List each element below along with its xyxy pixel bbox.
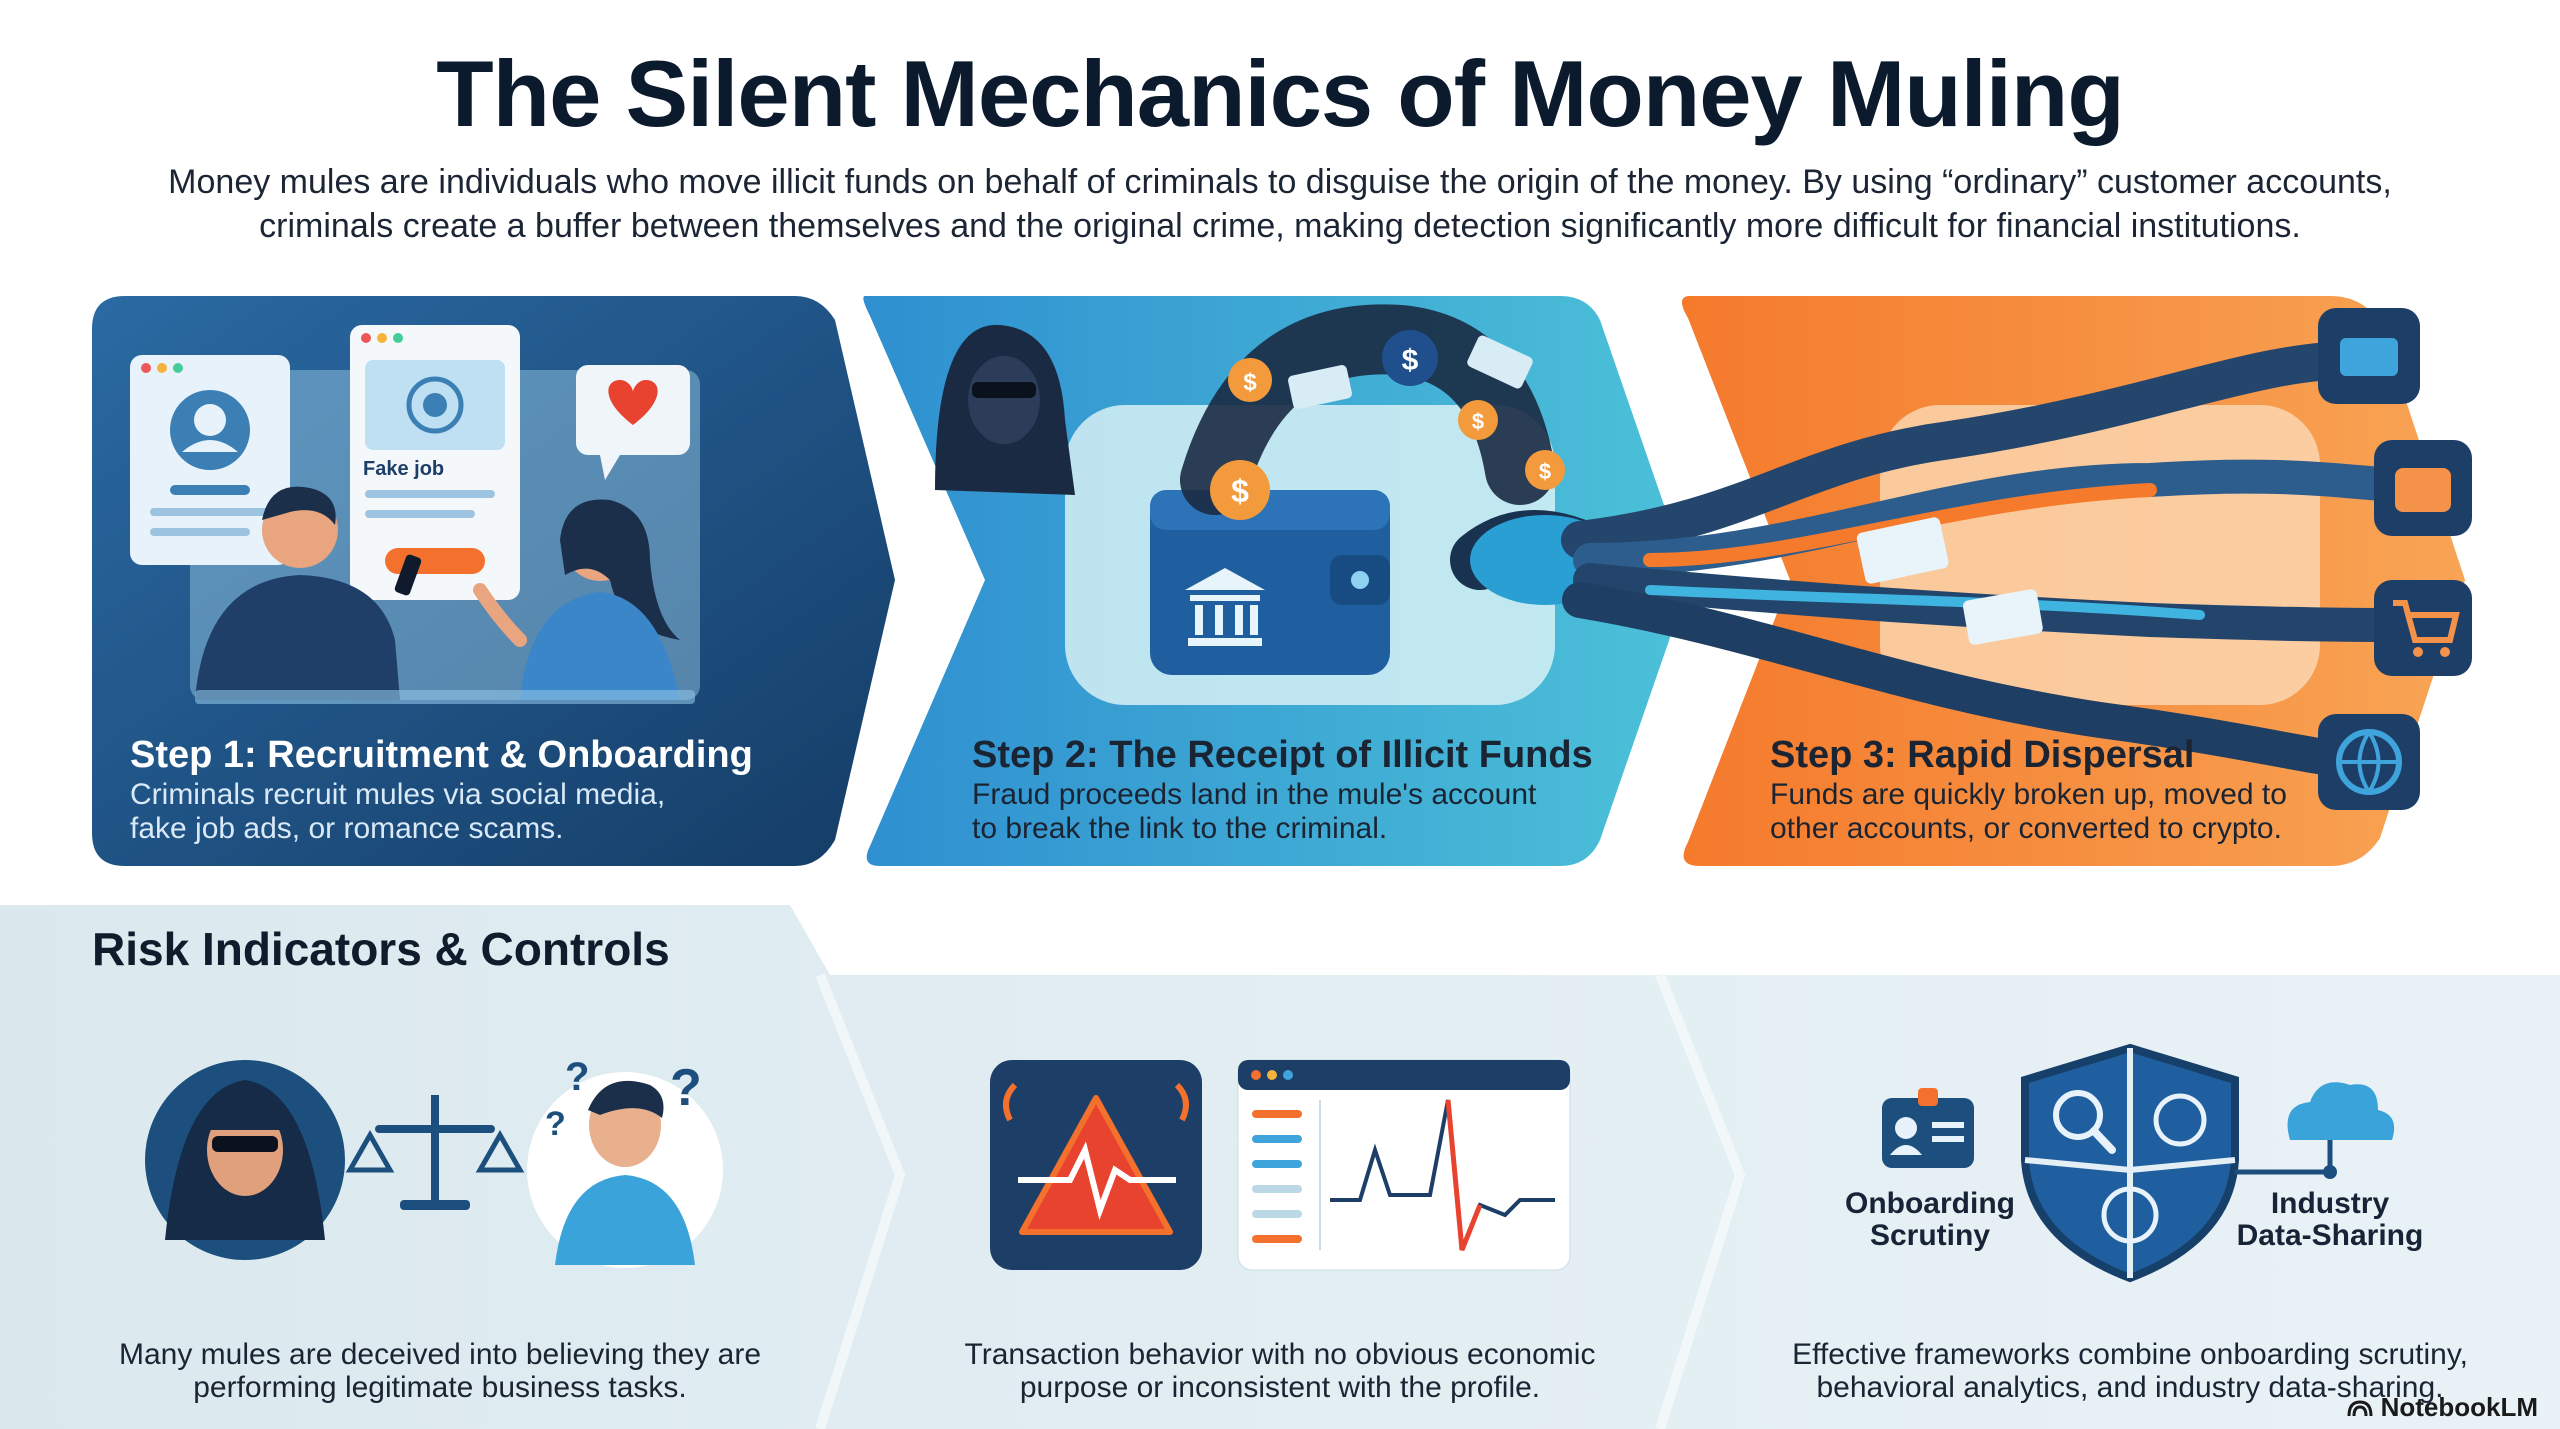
anomaly-illustration bbox=[990, 1059, 1571, 1271]
caption2-line2: purpose or inconsistent with the profile… bbox=[1019, 1371, 1541, 1404]
brand-name: NotebookLM bbox=[2380, 1392, 2538, 1422]
brand-watermark: NotebookLM bbox=[2347, 1392, 2538, 1423]
caption3-line1: Effective frameworks combine onboarding … bbox=[1792, 1338, 2468, 1371]
step1-body-line1: Criminals recruit mules via social media… bbox=[130, 778, 666, 811]
fake-job-label: Fake job bbox=[363, 458, 445, 480]
page-title: The Silent Mechanics of Money Muling bbox=[436, 41, 2125, 146]
caption1-line1: Many mules are deceived into believing t… bbox=[118, 1338, 762, 1371]
risk-caption-deception: Many mules are deceived into believing t… bbox=[70, 1338, 810, 1404]
step3-text: Step 3: Rapid Dispersal Funds are quickl… bbox=[1770, 732, 2350, 846]
step3-illustration bbox=[1470, 308, 2472, 810]
step1-title: Step 1: Recruitment & Onboarding bbox=[130, 734, 753, 776]
intro-line-2: criminals create a buffer between themse… bbox=[259, 207, 2301, 245]
svg-text:?: ? bbox=[545, 1105, 566, 1143]
intro-text: Money mules are individuals who move ill… bbox=[130, 160, 2430, 248]
industry-label-line1: Industry bbox=[2270, 1187, 2390, 1220]
step1-illustration bbox=[130, 325, 700, 704]
step1-body-line2: fake job ads, or romance scams. bbox=[130, 812, 564, 845]
intro-line-1: Money mules are individuals who move ill… bbox=[168, 163, 2392, 201]
industry-data-sharing-label: Industry Data-Sharing bbox=[2230, 1188, 2430, 1252]
caption3-line2: behavioral analytics, and industry data-… bbox=[1816, 1371, 2444, 1404]
svg-text:?: ? bbox=[670, 1059, 702, 1117]
svg-text:?: ? bbox=[565, 1055, 589, 1099]
step2-text: Step 2: The Receipt of Illicit Funds Fra… bbox=[972, 732, 1622, 846]
step2-body-line1: Fraud proceeds land in the mule's accoun… bbox=[972, 778, 1537, 811]
svg-text:$: $ bbox=[1243, 369, 1257, 396]
step3-body-line2: other accounts, or converted to crypto. bbox=[1770, 812, 2282, 845]
controls-illustration bbox=[1882, 1043, 2395, 1283]
step3-title: Step 3: Rapid Dispersal bbox=[1770, 734, 2195, 776]
onboarding-label-line1: Onboarding bbox=[1845, 1187, 2015, 1220]
step1-text: Step 1: Recruitment & Onboarding Crimina… bbox=[130, 732, 830, 846]
onboarding-scrutiny-label: Onboarding Scrutiny bbox=[1830, 1188, 2030, 1252]
notebooklm-logo-icon bbox=[2347, 1399, 2373, 1416]
caption1-line2: performing legitimate business tasks. bbox=[193, 1371, 687, 1404]
risk-caption-transactions: Transaction behavior with no obvious eco… bbox=[910, 1338, 1650, 1404]
svg-text:$: $ bbox=[1472, 409, 1484, 434]
step2-title: Step 2: The Receipt of Illicit Funds bbox=[972, 734, 1593, 776]
svg-text:$: $ bbox=[1231, 473, 1249, 509]
risk-heading: Risk Indicators & Controls bbox=[92, 923, 670, 975]
svg-text:$: $ bbox=[1539, 459, 1551, 484]
industry-label-line2: Data-Sharing bbox=[2236, 1219, 2424, 1252]
step3-body-line1: Funds are quickly broken up, moved to bbox=[1770, 778, 2287, 811]
svg-text:$: $ bbox=[1402, 344, 1419, 377]
onboarding-label-line2: Scrutiny bbox=[1869, 1219, 1991, 1252]
caption2-line1: Transaction behavior with no obvious eco… bbox=[964, 1338, 1596, 1371]
risk-caption-controls: Effective frameworks combine onboarding … bbox=[1760, 1338, 2500, 1404]
step2-body-line2: to break the link to the criminal. bbox=[972, 812, 1388, 845]
deceived-mule-illustration: ? ? ? bbox=[145, 1055, 723, 1268]
